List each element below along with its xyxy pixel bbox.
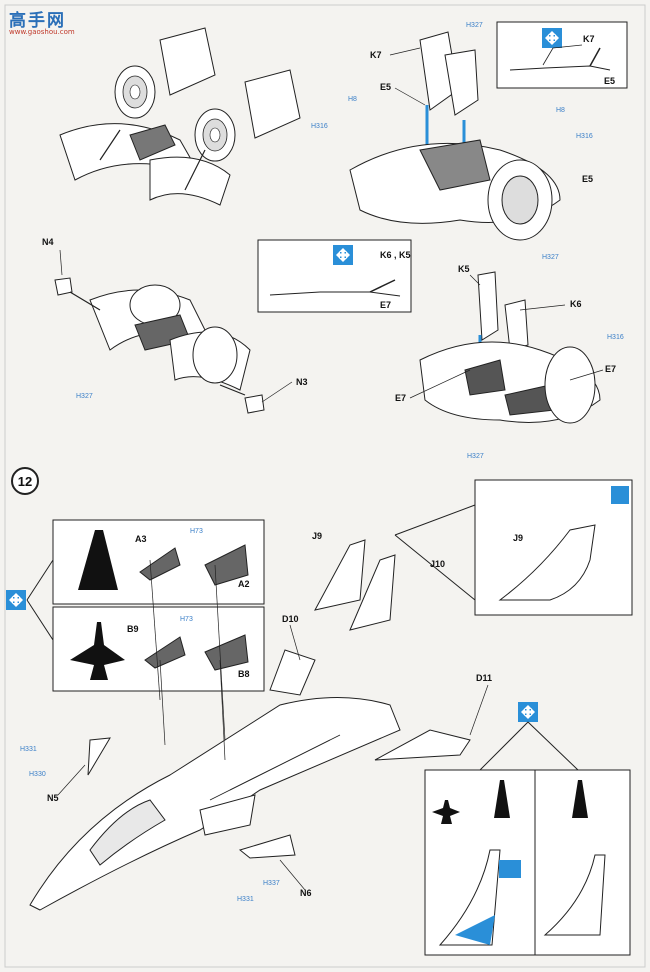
callout-h337: H337 — [263, 880, 280, 887]
nozzle-assembly-top-left — [59, 27, 301, 206]
label-k7: K7 — [370, 50, 382, 60]
label-a2: A2 — [238, 579, 250, 589]
tail-fin-assembly-middle-right — [419, 271, 601, 424]
nozzle-assembly-middle-left — [54, 277, 265, 414]
label-k5: K5 — [458, 264, 470, 274]
label-b8: B8 — [238, 669, 250, 679]
fuselage-main — [29, 697, 401, 911]
label-j9-inset: J9 — [513, 533, 523, 543]
callout-h8: H8 — [348, 96, 357, 103]
callout-h327-d: H327 — [467, 453, 484, 460]
callout-h316-b: H316 — [576, 133, 593, 140]
label-k6: K6 — [570, 299, 582, 309]
label-e5: E5 — [380, 82, 391, 92]
label-e7-inset: E7 — [380, 300, 391, 310]
label-j9: J9 — [312, 531, 322, 541]
callout-h316-c: H316 — [607, 334, 624, 341]
fin-marking-swatch — [455, 915, 495, 945]
part-j9 — [314, 539, 366, 611]
callout-h327-b: H327 — [542, 254, 559, 261]
watermark: 高手网 www.gaoshou.com — [9, 6, 75, 36]
callout-h331: H331 — [20, 746, 37, 753]
fin-j9-detail — [498, 524, 596, 601]
aircraft-silhouette-icon — [70, 622, 125, 680]
label-e7: E7 — [605, 364, 616, 374]
label-k6-k5: K6 , K5 — [380, 250, 411, 260]
label-e7-b: E7 — [395, 393, 406, 403]
callout-h327-c: H327 — [76, 393, 93, 400]
scale-arrows-icon — [333, 245, 353, 265]
label-e5-b: E5 — [582, 174, 593, 184]
scale-arrows-icon — [542, 28, 562, 48]
step-number: 12 — [18, 474, 32, 489]
aircraft-silhouette-icon — [432, 800, 460, 824]
scale-arrows-icon — [518, 702, 538, 722]
part-d10 — [269, 649, 316, 696]
callout-h327: H327 — [466, 22, 483, 29]
aircraft-silhouette-icon — [494, 780, 510, 818]
callout-h73-b: H73 — [180, 616, 193, 623]
inset-profile-line — [509, 65, 611, 71]
part-labels: K7 E5 E5 K7 E5 K6 , K5 E7 K5 K6 E7 E7 N4… — [42, 34, 616, 898]
part-d11 — [374, 729, 471, 761]
label-n5: N5 — [47, 793, 59, 803]
step-number-badge — [11, 467, 39, 495]
watermark-url: www.gaoshou.com — [9, 28, 75, 36]
fin-marking-right — [543, 854, 606, 936]
part-j10 — [349, 554, 396, 631]
label-a3: A3 — [135, 534, 147, 544]
part-b9 — [144, 636, 186, 669]
camo-swatch-icon — [499, 860, 521, 878]
callout-h316: H316 — [311, 123, 328, 130]
watermark-title: 高手网 — [9, 11, 66, 31]
aircraft-silhouette-icon — [78, 530, 118, 590]
label-d11: D11 — [476, 673, 492, 683]
label-d10: D10 — [282, 614, 299, 624]
leader-lines — [57, 47, 604, 891]
label-n6: N6 — [300, 888, 312, 898]
label-k7-inset: K7 — [583, 34, 595, 44]
camo-swatch-icon — [611, 486, 629, 504]
color-callouts: H327 H8 H316 H8 H316 H327 H316 H327 H327… — [20, 22, 624, 903]
callout-h330: H330 — [29, 771, 46, 778]
callout-h8-b: H8 — [556, 107, 565, 114]
label-j10: J10 — [430, 559, 445, 569]
tail-fin-assembly-top-right — [349, 31, 561, 241]
aircraft-silhouette-icon — [572, 780, 588, 818]
inset-box-k7 — [496, 21, 628, 89]
part-a3 — [139, 547, 181, 581]
scale-arrows-icon — [6, 590, 26, 610]
part-b8 — [204, 634, 249, 671]
label-n4: N4 — [42, 237, 54, 247]
label-e5-inset: E5 — [604, 76, 615, 86]
label-b9: B9 — [127, 624, 139, 634]
label-n3: N3 — [296, 377, 308, 387]
callout-h73: H73 — [190, 528, 203, 535]
callout-h331-b: H331 — [237, 896, 254, 903]
